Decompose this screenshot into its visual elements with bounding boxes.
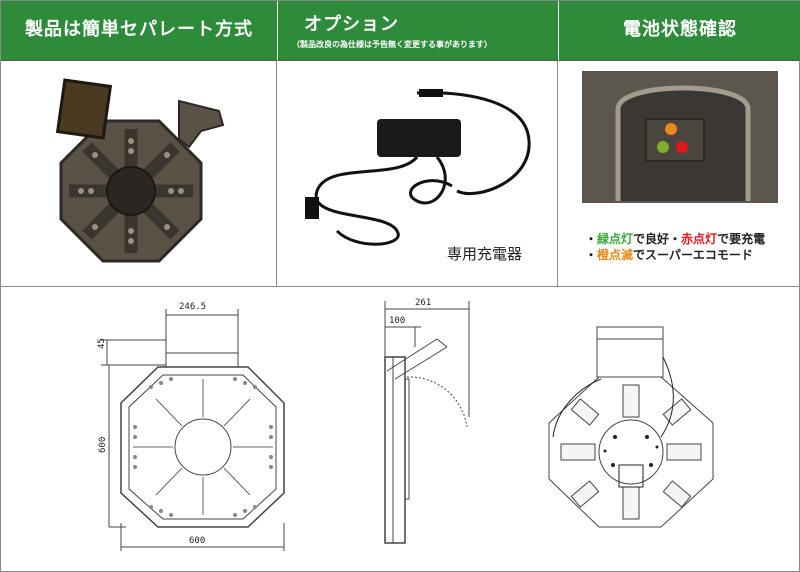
dim-side-width: 261 (415, 298, 431, 308)
orange-label: 橙点滅 (597, 248, 634, 262)
battery-status-text: ・緑点灯で良好・赤点灯で要充電 ・橙点滅でスーパーエコモード (585, 231, 765, 263)
header-option-note: （製品改良の為仕様は予告無く変更する事があります） (292, 40, 492, 49)
dim-top-width: 246.5 (179, 302, 206, 312)
solar-panel (55, 78, 113, 140)
led-red (676, 141, 688, 153)
header-battery: 電池状態確認 (558, 1, 800, 61)
dim-height: 600 (98, 437, 108, 453)
dc-plug (419, 89, 443, 97)
battery-cell: ・緑点灯で良好・赤点灯で要充電 ・橙点滅でスーパーエコモード (558, 61, 800, 287)
charger-cell: 専用充電器 (277, 61, 558, 287)
led-green (657, 141, 669, 153)
header-option-title: オプション (304, 14, 399, 35)
dim-width: 600 (189, 536, 205, 546)
green-label: 緑点灯 (597, 232, 634, 246)
adapter-box (377, 119, 461, 157)
battery-photo (582, 71, 778, 203)
charger-photo (305, 89, 531, 246)
dim-side-depth: 100 (389, 316, 405, 326)
ac-plug (305, 197, 319, 219)
red-label: 赤点灯 (681, 232, 718, 246)
header-separate-title: 製品は簡単セパレート方式 (25, 19, 253, 40)
drawings-panel: 246.5 45 600 600 261 100 (1, 287, 800, 572)
side-view-drawing (384, 301, 470, 544)
header-option: オプション （製品改良の為仕様は予告無く変更する事があります） (277, 1, 558, 61)
wiring-view-drawing (548, 326, 714, 528)
technical-drawings: 246.5 45 600 600 261 100 (97, 298, 714, 551)
separate-photo-cell (1, 61, 277, 287)
detached-segment (178, 99, 225, 149)
front-view-drawing (101, 309, 285, 551)
charger-caption: 専用充電器 (447, 245, 523, 263)
center-hub (106, 166, 156, 216)
separated-light-photo (55, 78, 225, 263)
led-orange (665, 123, 677, 135)
dim-height-offset: 45 (97, 338, 107, 349)
header-battery-title: 電池状態確認 (623, 19, 737, 40)
header-separate: 製品は簡単セパレート方式 (1, 1, 277, 61)
status-line-1: ・緑点灯で良好・赤点灯で要充電 (585, 232, 766, 246)
status-line-2: ・橙点滅でスーパーエコモード (585, 248, 753, 262)
